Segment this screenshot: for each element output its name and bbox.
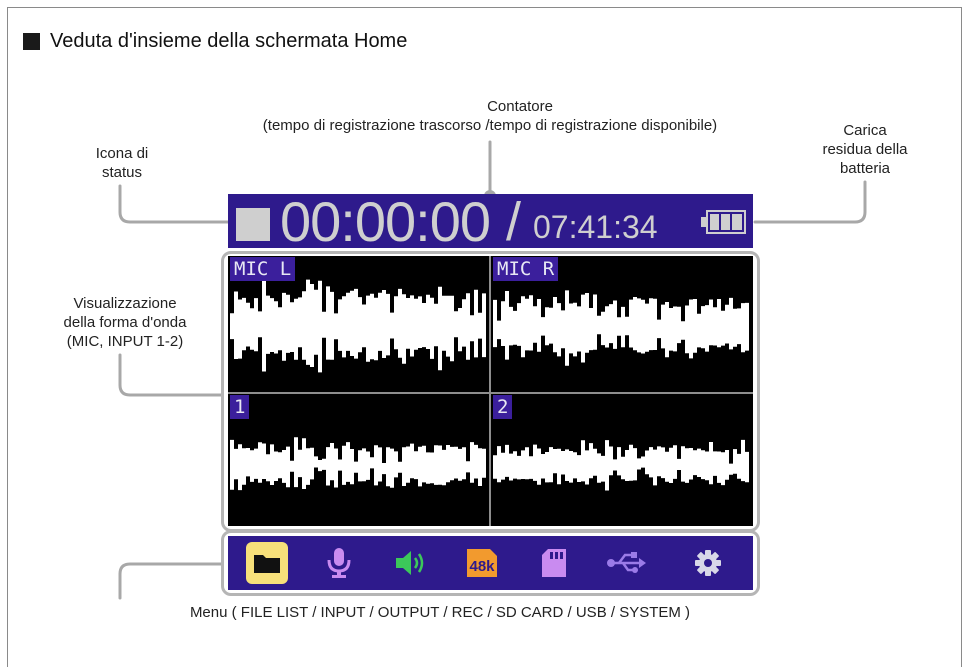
waveform-callout-line2: della forma d'onda	[63, 314, 187, 331]
sd-card-icon	[542, 549, 566, 577]
waveform-divider-horizontal	[228, 392, 753, 394]
status-bar: 00:00:00 / 07:41:34	[228, 194, 753, 248]
waveform-divider-vertical	[489, 256, 491, 526]
battery-callout-line1: Carica	[843, 122, 887, 139]
waveform-panel-mic-l: MIC L	[228, 256, 490, 390]
gear-icon	[695, 550, 721, 576]
channel-label-mic-r: MIC R	[493, 257, 559, 281]
available-time: 07:41:34	[533, 209, 658, 245]
stop-square-icon	[236, 208, 270, 241]
status-callout-line1: Icona di	[95, 145, 149, 162]
menubar-outline	[221, 530, 760, 596]
menu-usb[interactable]	[605, 542, 647, 584]
menu-rec[interactable]: 48k	[461, 542, 503, 584]
status-callout-line2: status	[101, 164, 143, 181]
speaker-icon	[396, 551, 424, 575]
menu-system[interactable]	[687, 542, 729, 584]
counter-callout-desc: (tempo di registrazione trascorso /tempo…	[262, 117, 718, 134]
rec-icon-text: 48k	[469, 558, 495, 575]
menu-file-list[interactable]	[246, 542, 288, 584]
waveform-shape	[493, 439, 749, 491]
waveform-panel-mic-r: MIC R	[491, 256, 753, 390]
menu-callout: Menu ( FILE LIST / INPUT / OUTPUT / REC …	[189, 604, 691, 621]
menu-output[interactable]	[389, 542, 431, 584]
waveform-shape	[230, 279, 486, 373]
elapsed-time: 00:00:00	[280, 194, 491, 248]
waveform-callout-line3: (MIC, INPUT 1-2)	[66, 333, 184, 350]
waveform-mic-r	[493, 290, 749, 366]
48k-rec-icon: 48k	[467, 549, 497, 577]
waveform-shape	[230, 437, 486, 491]
menu-sd-card[interactable]	[533, 542, 575, 584]
waveform-outline	[221, 251, 760, 532]
time-separator: /	[506, 194, 522, 248]
channel-label-input-2: 2	[493, 395, 513, 419]
battery-icon	[701, 210, 746, 234]
waveform-panel-input-1: 1	[228, 394, 490, 528]
section-heading: Veduta d'insieme della schermata Home	[23, 30, 407, 53]
microphone-icon	[327, 548, 351, 578]
folder-icon	[254, 555, 280, 573]
menu-input[interactable]	[318, 542, 360, 584]
channel-label-input-1: 1	[230, 395, 250, 419]
heading-square-icon	[23, 33, 40, 50]
waveform-mic-l	[230, 279, 486, 373]
waveform-input-1	[230, 437, 486, 491]
section-title: Veduta d'insieme della schermata Home	[50, 30, 408, 52]
usb-icon	[607, 552, 646, 573]
battery-callout-line2: residua della	[822, 141, 908, 158]
waveform-panel-input-2: 2	[491, 394, 753, 528]
waveform-callout-line1: Visualizzazione	[73, 295, 177, 312]
waveform-input-2	[493, 439, 749, 491]
waveform-shape	[493, 290, 749, 366]
menu-bar: 48k	[228, 536, 753, 590]
counter-callout-title: Contatore	[487, 98, 553, 115]
channel-label-mic-l: MIC L	[230, 257, 296, 281]
battery-callout-line3: batteria	[839, 160, 891, 177]
waveform-display: MIC L MIC R 1 2	[228, 256, 753, 526]
content-frame	[7, 7, 962, 667]
